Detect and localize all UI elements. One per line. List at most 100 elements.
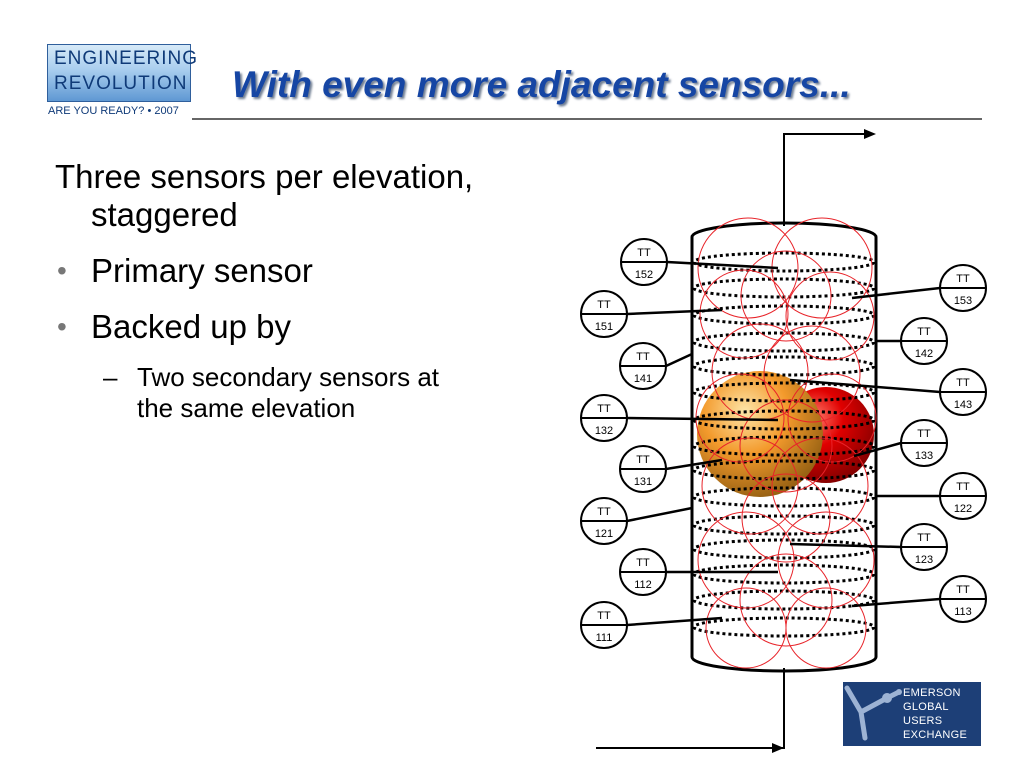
slide-title: With even more adjacent sensors... [232, 64, 851, 105]
logo-line-1: ENGINEERING [54, 48, 199, 69]
vessel-ring [692, 435, 876, 457]
sensor-number: 152 [635, 269, 653, 281]
sensor-leader-line [851, 286, 941, 300]
sensor-bubble: TT 133 [900, 419, 948, 467]
sensor-tag: TT [956, 481, 970, 493]
sensor-bubble: TT 152 [620, 238, 668, 286]
footer-logo-text: EMERSON GLOBAL USERS EXCHANGE [903, 686, 967, 742]
intro-line-1: Three sensors per elevation, [55, 158, 474, 195]
coverage-circle [705, 587, 787, 669]
sensor-tag: TT [636, 351, 650, 363]
coverage-circle [701, 437, 799, 535]
sensor-number: 151 [595, 321, 613, 333]
vessel-ring [692, 331, 876, 353]
logo-line-2: REVOLUTION [54, 73, 188, 94]
coverage-circle [771, 437, 869, 535]
sub-bullet-item: – Two secondary sensors at the same elev… [103, 362, 575, 424]
sensor-leader-line [626, 616, 723, 627]
vessel-ring [692, 538, 876, 560]
footer-logo-line-4: EXCHANGE [903, 729, 968, 741]
sensor-bubble: TT 113 [939, 575, 987, 623]
vessel-ring [692, 251, 876, 273]
intro-text: Three sensors per elevation, staggered [55, 158, 575, 234]
vessel-ring [692, 381, 876, 403]
logo-badge: ENGINEERING REVOLUTION [47, 44, 197, 102]
bullet-text: Backed up by [91, 308, 291, 345]
vessel-rings [692, 251, 876, 638]
sensor-bubble: TT 111 [580, 601, 628, 649]
sensor-number: 133 [915, 450, 933, 462]
sensor-tag: TT [956, 377, 970, 389]
sensor-leader-line [789, 378, 941, 394]
coverage-circle [697, 511, 795, 609]
coverage-circle [739, 553, 833, 647]
inlet-pipe [596, 668, 785, 753]
sensor-tag: TT [917, 428, 931, 440]
sensor-number: 143 [954, 399, 972, 411]
sensor-tag: TT [917, 326, 931, 338]
vessel-body [690, 221, 878, 673]
sensor-bubble: TT 142 [900, 317, 948, 365]
sensor-bubble: TT 112 [619, 548, 667, 596]
sensor-number: 121 [595, 528, 613, 540]
coverage-circle [699, 269, 789, 359]
sensor-leader-line [853, 441, 902, 458]
sensor-tag: TT [637, 247, 651, 259]
vessel-ring [692, 277, 876, 299]
bullet-dot: • [57, 255, 67, 286]
sensor-bubble: TT 122 [939, 472, 987, 520]
vessel-ring [692, 459, 876, 481]
sensor-number: 111 [596, 632, 613, 644]
bullet-list: Three sensors per elevation, staggered •… [55, 158, 575, 424]
sensor-number: 142 [915, 348, 933, 360]
sensor-bubble: TT 143 [939, 368, 987, 416]
sensor-tag: TT [956, 584, 970, 596]
sensor-number: 153 [954, 295, 972, 307]
coverage-circle [777, 511, 875, 609]
emerson-global-users-exchange-logo: EMERSON GLOBAL USERS EXCHANGE [843, 682, 981, 746]
network-graphic-icon [844, 685, 902, 741]
vessel-ring [692, 514, 876, 536]
sub-bullet-line-2: the same elevation [137, 393, 356, 423]
bullet-item: • Primary sensor [55, 252, 575, 290]
sensor-number: 123 [915, 554, 933, 566]
sensor-leader-line [851, 597, 941, 608]
sub-bullet-line-1: Two secondary sensors at [137, 362, 440, 392]
sensor-bubble: TT 121 [580, 497, 628, 545]
bullet-item: • Backed up by [55, 308, 575, 346]
sensor-tag: TT [597, 403, 611, 415]
sensor-leader-line [626, 308, 723, 316]
sensor-number: 112 [634, 579, 652, 591]
sensor-number: 132 [595, 425, 613, 437]
sensor-leader-line [666, 260, 779, 270]
footer-logo-line-2: GLOBAL [903, 701, 949, 713]
sensor-leader-line [789, 542, 902, 549]
vessel-ring [692, 563, 876, 585]
outlet-pipe [783, 129, 876, 226]
sub-bullet-dash: – [103, 362, 118, 392]
sensor-tag: TT [597, 506, 611, 518]
sensor-leader-line [626, 416, 779, 422]
coverage-circle [787, 373, 877, 463]
sensor-tag: TT [636, 557, 650, 569]
sensor-tag: TT [597, 610, 611, 622]
coverage-circle [740, 250, 832, 342]
intro-line-2: staggered [91, 196, 238, 233]
coverage-circle [785, 587, 867, 669]
sensor-number: 122 [954, 503, 972, 515]
vessel-ring [692, 486, 876, 508]
sensor-leader-line [626, 506, 693, 523]
vessel-ring [692, 589, 876, 611]
sensor-leader-line [665, 352, 693, 368]
vessel-ring [692, 616, 876, 638]
coverage-circle [697, 217, 799, 319]
coverage-circles [695, 217, 877, 669]
sensor-number: 113 [954, 606, 972, 618]
coverage-circle [739, 399, 833, 493]
engineering-revolution-logo: ENGINEERING REVOLUTION ARE YOU READY? • … [47, 44, 197, 120]
sensor-leader-lines [626, 260, 941, 627]
